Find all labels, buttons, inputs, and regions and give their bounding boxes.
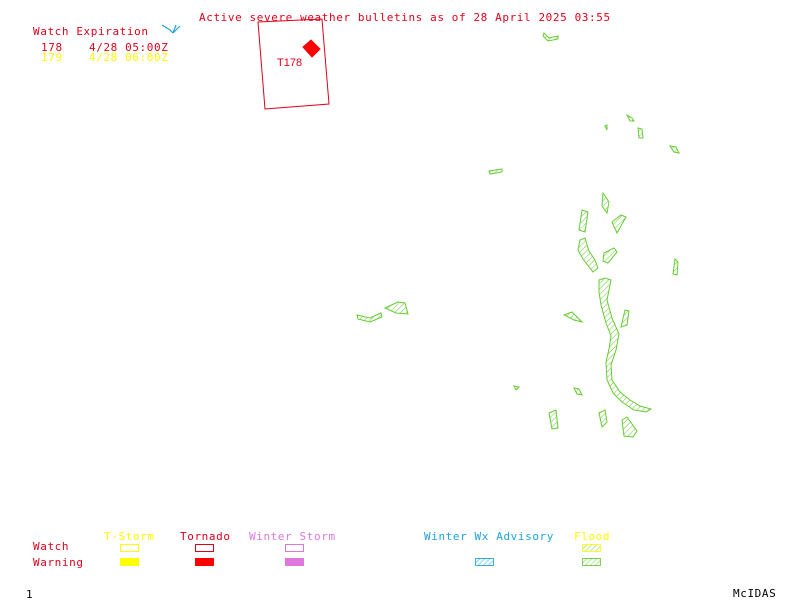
legend-label-tornado: Tornado <box>180 530 231 543</box>
flood-warning-area[interactable] <box>548 409 559 430</box>
flood-warning-area[interactable] <box>637 127 644 139</box>
mcidas-brand: McIDAS <box>733 587 777 600</box>
flood-warning-area[interactable] <box>621 416 638 438</box>
flood-warning-area[interactable] <box>611 214 627 235</box>
legend-label-winter-storm: Winter Storm <box>249 530 336 543</box>
flood-warning-area[interactable] <box>604 124 608 131</box>
bulletin-title: Active severe weather bulletins as of 28… <box>199 11 611 24</box>
flood-warning-area[interactable] <box>383 301 409 315</box>
legend-label-flood: Flood <box>574 530 611 543</box>
flood-warning-area[interactable] <box>598 277 653 413</box>
flood-warning-area[interactable] <box>578 209 589 233</box>
legend-swatch-tornado-watch <box>195 544 214 552</box>
tornado-watch-box[interactable] <box>257 18 330 110</box>
flood-warning-area[interactable] <box>577 237 599 273</box>
legend-label-tstorm: T-Storm <box>104 530 155 543</box>
legend-label-winter-wx-advisory: Winter Wx Advisory <box>424 530 555 543</box>
frame-number: 1 <box>26 588 34 601</box>
legend-swatch-winter-storm-warning <box>285 558 304 566</box>
watch-expiration-id: 178 <box>41 41 63 54</box>
flood-warning-area[interactable] <box>513 385 521 391</box>
legend-row-label-warning: Warning <box>33 556 84 569</box>
flood-warning-areas <box>356 32 680 438</box>
legend-row-label-watch: Watch <box>33 540 70 553</box>
flood-warning-area[interactable] <box>625 113 635 122</box>
legend-swatch-winter-storm-watch <box>285 544 304 552</box>
legend-swatch-tstorm-watch <box>120 544 139 552</box>
legend-swatch-tornado-warning <box>195 558 214 566</box>
watch-expiration-time: 4/28 06:00Z <box>89 51 169 64</box>
flood-warning-area[interactable] <box>620 309 630 328</box>
flood-warning-area[interactable] <box>562 311 584 323</box>
watch-expiration-heading: Watch Expiration <box>33 25 149 38</box>
flood-warning-area[interactable] <box>668 145 680 154</box>
flood-warning-area[interactable] <box>573 387 583 396</box>
legend-swatch-flood-watch <box>582 544 601 552</box>
winter-advisory-mark[interactable] <box>161 24 181 34</box>
flood-warning-area[interactable] <box>488 168 503 175</box>
watch-box-label: T178 <box>277 57 302 69</box>
watch-expiration-time: 4/28 05:00Z <box>89 41 169 54</box>
flood-warning-area[interactable] <box>602 247 618 264</box>
legend-swatch-winter-wx-advisory <box>475 558 494 566</box>
tornado-warning-area[interactable] <box>302 39 321 58</box>
flood-warning-area[interactable] <box>598 409 608 429</box>
flood-warning-area[interactable] <box>542 32 559 42</box>
legend-swatch-flood-warning <box>582 558 601 566</box>
flood-warning-area[interactable] <box>356 312 383 323</box>
flood-warning-area[interactable] <box>601 191 610 215</box>
watch-expiration-id: 179 <box>41 51 63 64</box>
flood-warning-area[interactable] <box>672 257 679 276</box>
legend-swatch-tstorm-warning <box>120 558 139 566</box>
